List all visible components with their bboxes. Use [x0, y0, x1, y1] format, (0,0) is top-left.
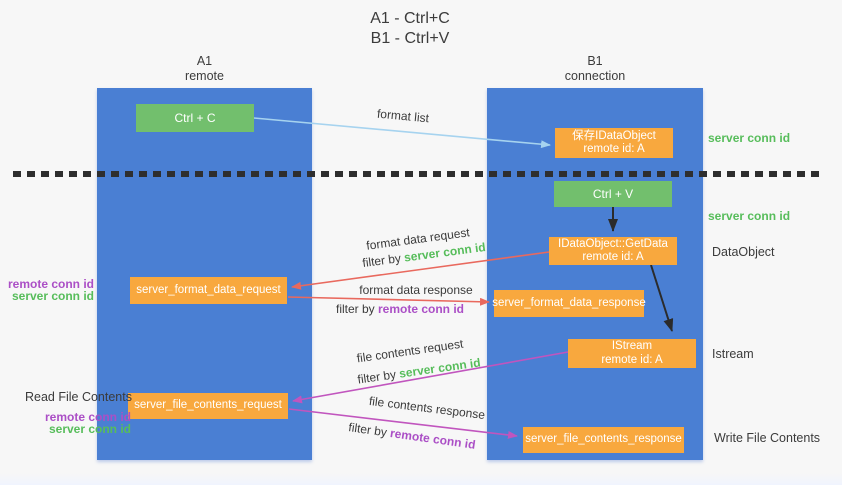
- remote-conn-id-annotation-2: remote conn id: [44, 410, 131, 424]
- istream-line2: remote id: A: [601, 353, 663, 366]
- istream-line1: IStream: [611, 340, 653, 352]
- save-idataobject-box: 保存IDataObject remote id: A: [555, 128, 673, 158]
- getdata-line1: IDataObject::GetData: [558, 237, 668, 250]
- server-format-data-request-box: server_format_data_request: [130, 277, 287, 304]
- diagram-title: A1 - Ctrl+C B1 - Ctrl+V: [330, 9, 490, 49]
- format-data-response-filter-label: filter by remote conn id: [336, 302, 464, 316]
- lifeline-header-a1: A1 remote: [97, 54, 312, 84]
- server-conn-id-annotation-left-2: server conn id: [48, 422, 131, 436]
- file-contents-response-filter-label: filter by remote conn id: [348, 420, 477, 452]
- conn-id-annotation-group-1: remote conn id server conn id: [8, 278, 94, 302]
- remote-conn-id-key: remote conn id: [378, 302, 465, 316]
- lifeline-b1-name: B1: [587, 54, 603, 68]
- server-file-contents-response-box: server_file_contents_response: [523, 427, 684, 453]
- phase-separator-dotted-line: [13, 171, 825, 177]
- format-response-label: server_format_data_response: [492, 296, 646, 309]
- dataobject-annotation: DataObject: [712, 245, 775, 259]
- file-response-label: server_file_contents_response: [525, 433, 682, 446]
- bottom-fade-strip: [0, 473, 842, 485]
- lifeline-a1-role: remote: [185, 69, 224, 83]
- ctrl-c-label: Ctrl + C: [174, 111, 216, 125]
- format-request-label: server_format_data_request: [136, 283, 281, 296]
- lifeline-a1-name: A1: [196, 54, 213, 68]
- ctrl-c-action-box: Ctrl + C: [136, 104, 254, 132]
- server-conn-id-annotation-left-1: server conn id: [11, 289, 94, 303]
- read-file-contents-annotation: Read File Contents: [24, 390, 132, 404]
- title-line-b1: B1 - Ctrl+V: [370, 30, 450, 47]
- save-idataobject-line2: remote id: A: [583, 143, 645, 155]
- server-format-data-response-box: server_format_data_response: [492, 290, 646, 317]
- filter-by-text: filter by: [335, 302, 378, 316]
- format-data-response-label: format data response: [359, 283, 473, 297]
- lifeline-header-b1: B1 connection: [487, 54, 703, 84]
- istream-annotation: Istream: [712, 347, 754, 361]
- getdata-line2: remote id: A: [582, 251, 644, 263]
- istream-box: IStream remote id: A: [568, 339, 696, 368]
- save-idataobject-line1: 保存IDataObject: [572, 129, 656, 142]
- format-list-label: format list: [376, 106, 430, 126]
- file-request-label: server_file_contents_request: [134, 399, 282, 412]
- lifeline-b1-role: connection: [564, 69, 626, 83]
- write-file-contents-annotation: Write File Contents: [714, 431, 821, 445]
- ctrl-v-label: Ctrl + V: [592, 187, 634, 201]
- filter-by-text: filter by: [347, 420, 392, 440]
- server-conn-id-key: server conn id: [398, 355, 482, 381]
- conn-id-annotation-group-2: remote conn id server conn id: [45, 411, 131, 435]
- idataobject-getdata-box: IDataObject::GetData remote id: A: [549, 237, 677, 265]
- server-conn-id-annotation-1: server conn id: [708, 131, 791, 145]
- ctrl-v-action-box: Ctrl + V: [554, 181, 672, 207]
- remote-conn-id-annotation-1: remote conn id: [7, 277, 94, 291]
- server-file-contents-request-box: server_file_contents_request: [128, 393, 288, 419]
- title-line-a1: A1 - Ctrl+C: [370, 10, 450, 27]
- filter-by-text: filter by: [361, 250, 406, 271]
- filter-by-text: filter by: [356, 366, 401, 387]
- remote-conn-id-key: remote conn id: [389, 426, 477, 452]
- file-contents-response-label: file contents response: [368, 393, 486, 423]
- server-conn-id-annotation-2: server conn id: [708, 209, 791, 223]
